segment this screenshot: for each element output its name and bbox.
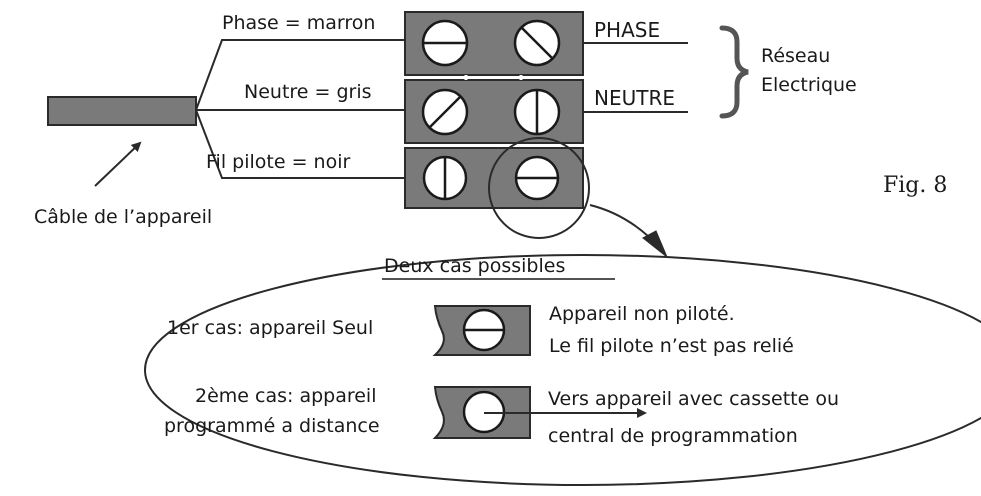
wire-label-neutre: Neutre = gris: [244, 81, 372, 103]
detail-arrowhead: [642, 230, 668, 258]
wire-label-phase: Phase = marron: [222, 12, 375, 34]
case1-desc-line2: Le fil pilote n’est pas relié: [549, 335, 794, 357]
wire-phase: [195, 39, 405, 111]
figure-label: Fig. 8: [883, 173, 947, 198]
case2-label-line2: programmé a distance: [164, 415, 380, 437]
network-label-line1: Réseau: [761, 45, 830, 67]
network-label-line2: Electrique: [761, 74, 857, 96]
detail-ellipse: [144, 254, 981, 486]
case2-desc-line2: central de programmation: [548, 425, 798, 447]
cases-heading: Deux cas possibles: [384, 255, 565, 277]
case1-terminal: [432, 305, 531, 356]
output-label-neutre: NEUTRE: [594, 86, 675, 110]
case2-label-line1: 2ème cas: appareil: [195, 385, 377, 407]
case1-desc-line1: Appareil non piloté.: [549, 303, 735, 325]
cable-label: Câble de l’appareil: [34, 206, 212, 228]
screw-neutre-right: [513, 88, 561, 136]
screw-pilote-right: [514, 155, 560, 201]
cable-pointer-arrow: [94, 141, 142, 187]
screw-neutre-left: [421, 88, 469, 136]
case1-label: 1er cas: appareil Seul: [167, 317, 373, 339]
wire-pilote: [195, 109, 405, 179]
screw-phase-right: [513, 19, 561, 67]
output-label-phase: PHASE: [594, 18, 660, 42]
case2-desc-line1: Vers appareil avec cassette ou: [548, 388, 839, 410]
screw-pilote-left: [422, 155, 468, 201]
magnifier-circle: [488, 137, 590, 239]
wire-label-pilote: Fil pilote = noir: [206, 151, 350, 173]
appliance-cable: [47, 96, 197, 126]
network-brace: [719, 25, 749, 119]
screw-phase-left: [421, 19, 469, 67]
